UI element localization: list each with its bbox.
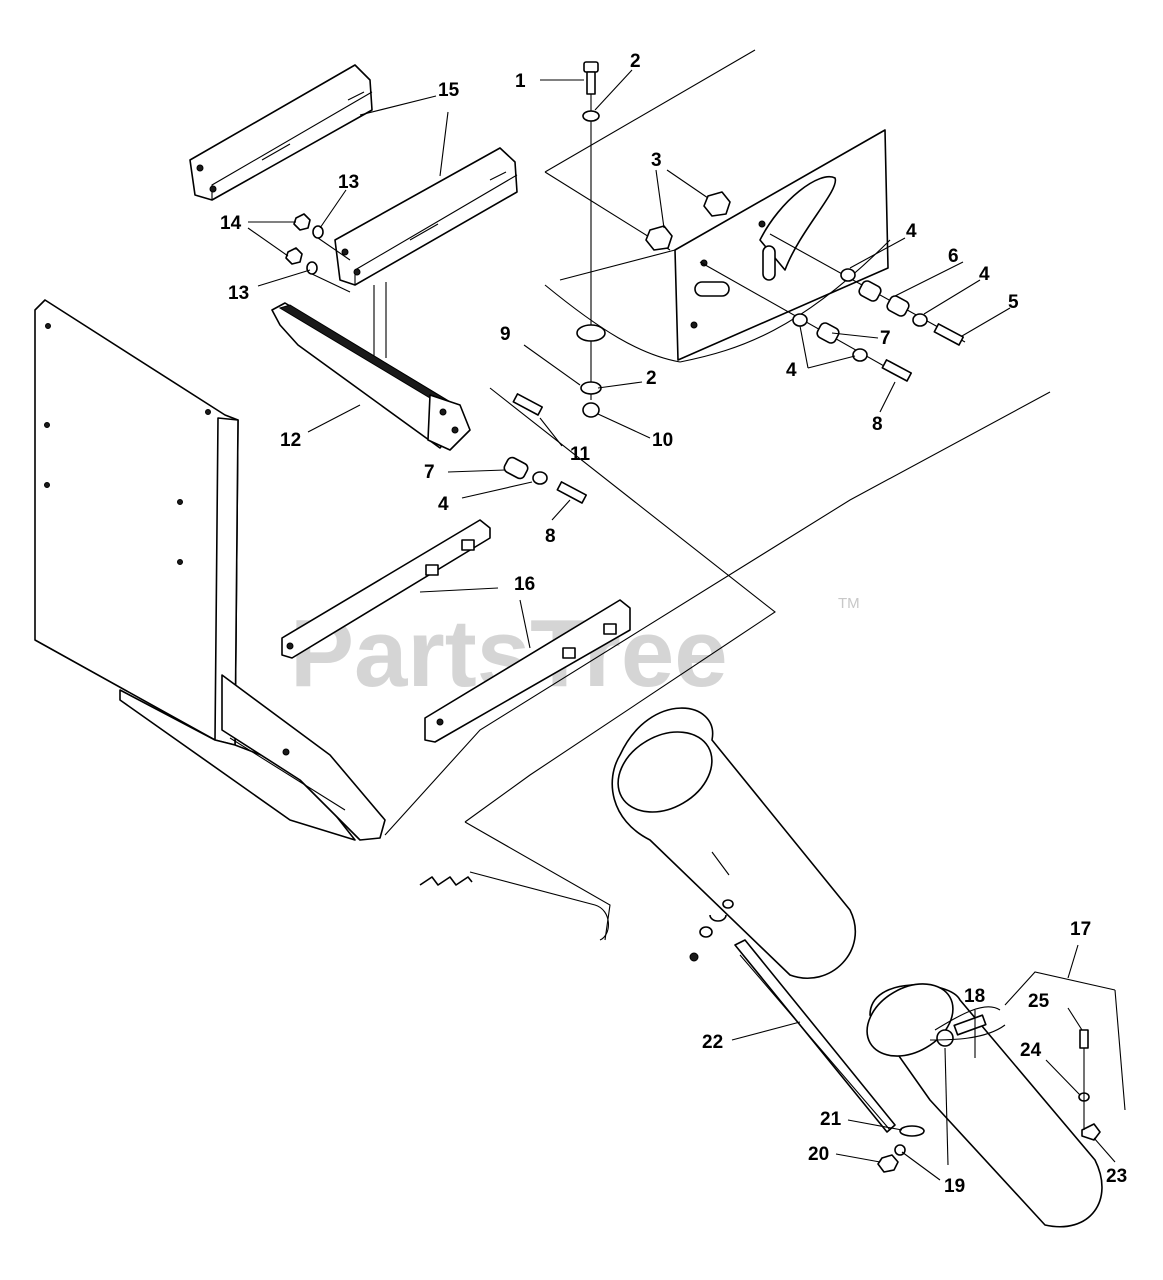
leader-lines [247,69,1116,1181]
chute-tube-upper [611,707,856,980]
part-12-channel [271,302,471,451]
lower-hardware [877,971,1126,1173]
callout-23[interactable]: 23 [1106,1166,1127,1187]
callout-18[interactable]: 18 [964,986,985,1007]
part-22-rod [689,899,896,1133]
housing-box [544,129,891,363]
callout-13[interactable]: 13 [228,283,249,304]
callout-4[interactable]: 4 [906,221,917,242]
callout-5[interactable]: 5 [1008,292,1019,313]
watermark-trademark: TM [838,595,860,612]
right-hardware [699,233,966,382]
callout-4[interactable]: 4 [979,264,990,285]
callout-1[interactable]: 1 [515,71,526,92]
retainer-pin [419,871,609,941]
callout-2[interactable]: 2 [630,51,641,72]
callout-14[interactable]: 14 [220,213,242,234]
callout-16[interactable]: 16 [514,574,535,595]
callout-13[interactable]: 13 [338,172,359,193]
callout-7[interactable]: 7 [880,328,891,349]
callout-19[interactable]: 19 [944,1176,965,1197]
callout-3[interactable]: 3 [651,150,662,171]
callout-8[interactable]: 8 [545,526,556,547]
callout-2[interactable]: 2 [646,368,657,389]
center-hardware [503,393,588,504]
side-panel [34,299,386,841]
callout-11[interactable]: 11 [570,444,591,465]
support-post [373,282,387,360]
bolt-1-stack [576,61,606,418]
part-16-rails [281,519,631,743]
callout-6[interactable]: 6 [948,246,959,267]
assembly-outline [384,49,1051,941]
callout-17[interactable]: 17 [1070,919,1091,940]
callout-15[interactable]: 15 [438,80,460,101]
callout-4[interactable]: 4 [438,494,449,515]
callout-4[interactable]: 4 [786,360,797,381]
chute-tube-lower [866,983,1103,1228]
callout-25[interactable]: 25 [1028,991,1050,1012]
hardware-13-14 [285,213,351,293]
callout-labels: 1 2 2 3 4 4 4 4 5 6 7 7 8 8 9 10 11 12 1… [220,51,1127,1197]
part-15-brackets [189,64,518,286]
callout-22[interactable]: 22 [702,1032,723,1053]
callout-8[interactable]: 8 [872,414,883,435]
callout-7[interactable]: 7 [424,462,435,483]
callout-20[interactable]: 20 [808,1144,829,1165]
callout-12[interactable]: 12 [280,430,301,451]
callout-10[interactable]: 10 [652,430,673,451]
callout-21[interactable]: 21 [820,1109,842,1130]
callout-24[interactable]: 24 [1020,1040,1042,1061]
callout-9[interactable]: 9 [500,324,511,345]
